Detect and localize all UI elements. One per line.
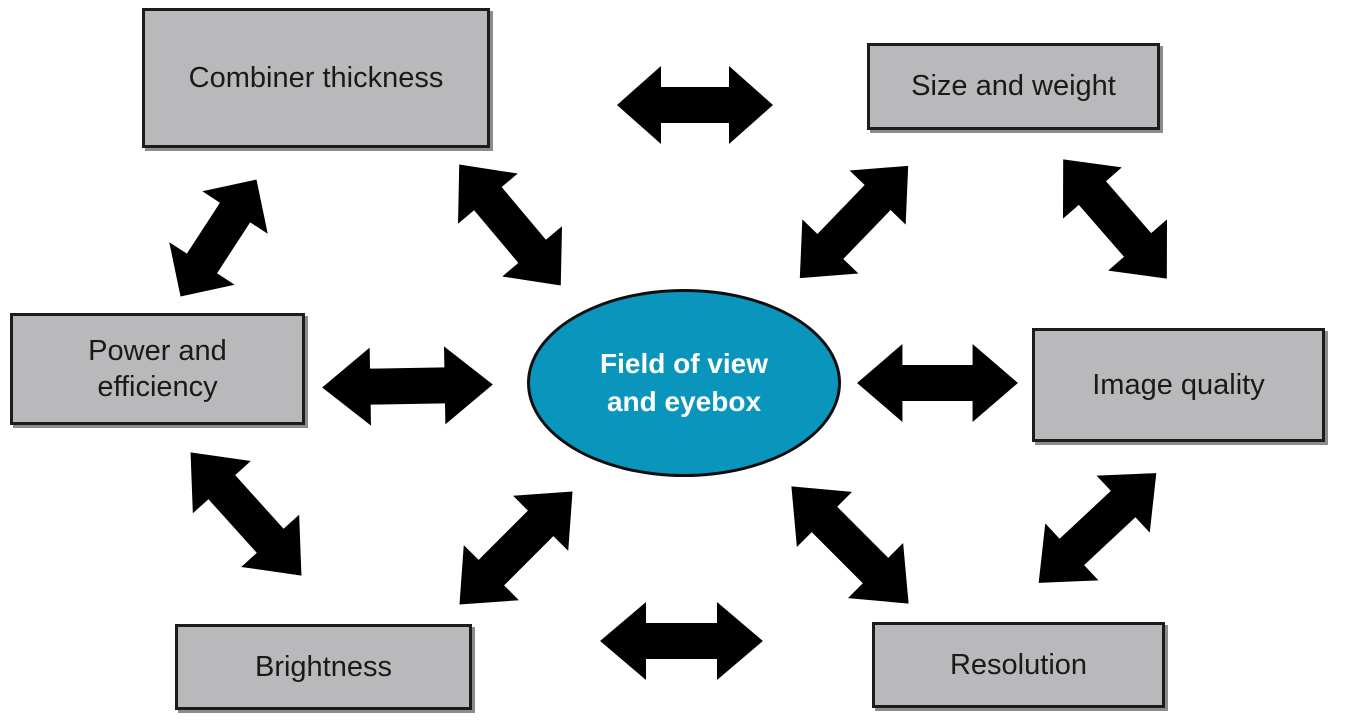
arrow-size-imagequality-icon — [1030, 130, 1200, 307]
node-label: Power and efficiency — [88, 334, 227, 403]
arrow-center-imagequality-icon — [855, 341, 1020, 425]
arrow-combiner-power-icon — [144, 155, 292, 321]
center-label-line1: Field of view — [599, 348, 769, 380]
arrow-imagequality-resolution-icon — [1009, 441, 1187, 615]
arrow-center-brightness-icon — [428, 460, 603, 635]
arrow-power-center-icon — [319, 342, 495, 429]
node-field-of-view-and-eyebox: Field of view and eyebox — [527, 289, 841, 477]
node-label: Brightness — [254, 650, 392, 683]
arrow-combiner-center-icon — [426, 136, 594, 314]
node-label: Combiner thickness — [188, 61, 444, 94]
node-label: Resolution — [949, 648, 1088, 681]
node-size-and-weight: Size and weight — [867, 43, 1160, 130]
node-combiner-thickness: Combiner thickness — [142, 8, 490, 148]
arrow-combiner-size-icon — [615, 63, 775, 147]
arrow-power-brightness-icon — [158, 423, 334, 606]
node-brightness: Brightness — [175, 624, 472, 710]
node-label: Image quality — [1092, 368, 1265, 401]
node-label: Size and weight — [911, 70, 1116, 103]
arrow-size-center-icon — [768, 135, 940, 308]
node-resolution: Resolution — [872, 622, 1165, 708]
arrow-brightness-resolution-icon — [598, 599, 765, 683]
arrow-center-resolution-icon — [760, 455, 940, 635]
center-label-line2: and eyebox — [606, 386, 762, 417]
node-power-and-efficiency: Power and efficiency — [10, 313, 305, 425]
node-image-quality: Image quality — [1032, 328, 1325, 442]
